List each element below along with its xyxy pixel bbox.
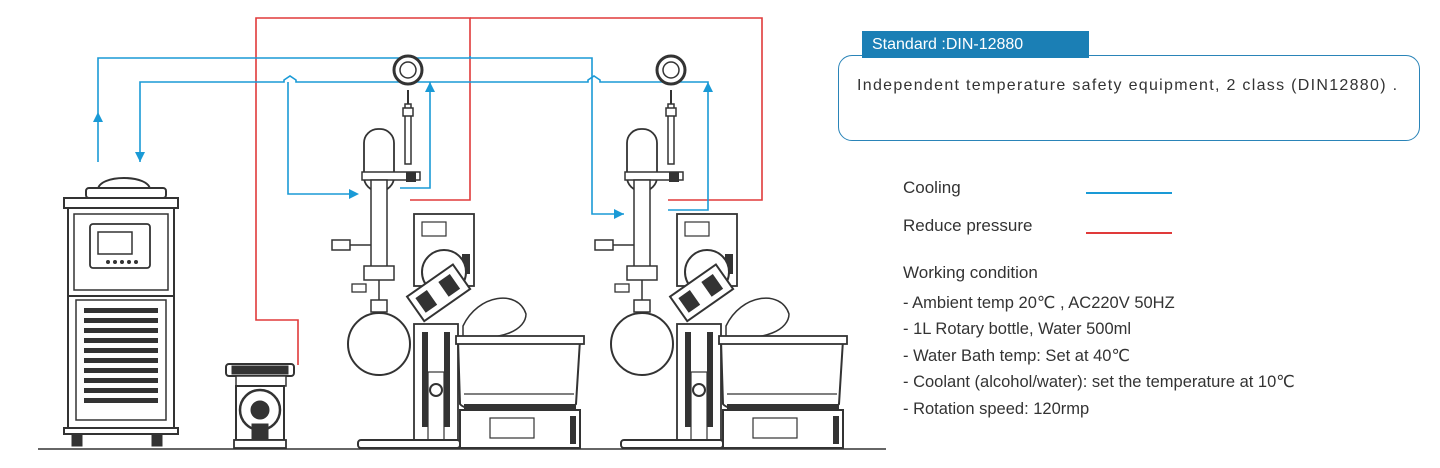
standard-box: Independent temperature safety equipment… xyxy=(838,55,1420,141)
rotary-evaporator-icon xyxy=(330,54,586,450)
legend-label-cooling: Cooling xyxy=(903,178,961,197)
condition-item: - Ambient temp 20℃ , AC220V 50HZ xyxy=(903,294,1175,312)
rotary-evaporator-icon xyxy=(593,54,849,450)
condition-item: - Water Bath temp: Set at 40℃ xyxy=(903,346,1131,365)
vacuum-lines xyxy=(255,17,763,365)
legend-line-cooling xyxy=(1086,192,1172,194)
standard-tag: Standard :DIN-12880 xyxy=(862,31,1089,58)
working-condition-list: - Ambient temp 20℃ , AC220V 50HZ - 1L Ro… xyxy=(903,290,1295,422)
recirculating-chiller-icon xyxy=(63,177,179,447)
condition-item: - Coolant (alcohol/water): set the tempe… xyxy=(903,373,1295,392)
condition-item: - Rotation speed: 120rmp xyxy=(903,399,1090,418)
working-condition-title: Working condition xyxy=(903,263,1038,282)
vacuum-pump-icon xyxy=(225,363,295,449)
legend-label-vacuum: Reduce pressure xyxy=(903,216,1033,235)
condition-item: - 1L Rotary bottle, Water 500ml xyxy=(903,320,1132,339)
legend-line-vacuum xyxy=(1086,232,1172,234)
standard-description: Independent temperature safety equipment… xyxy=(857,77,1399,94)
